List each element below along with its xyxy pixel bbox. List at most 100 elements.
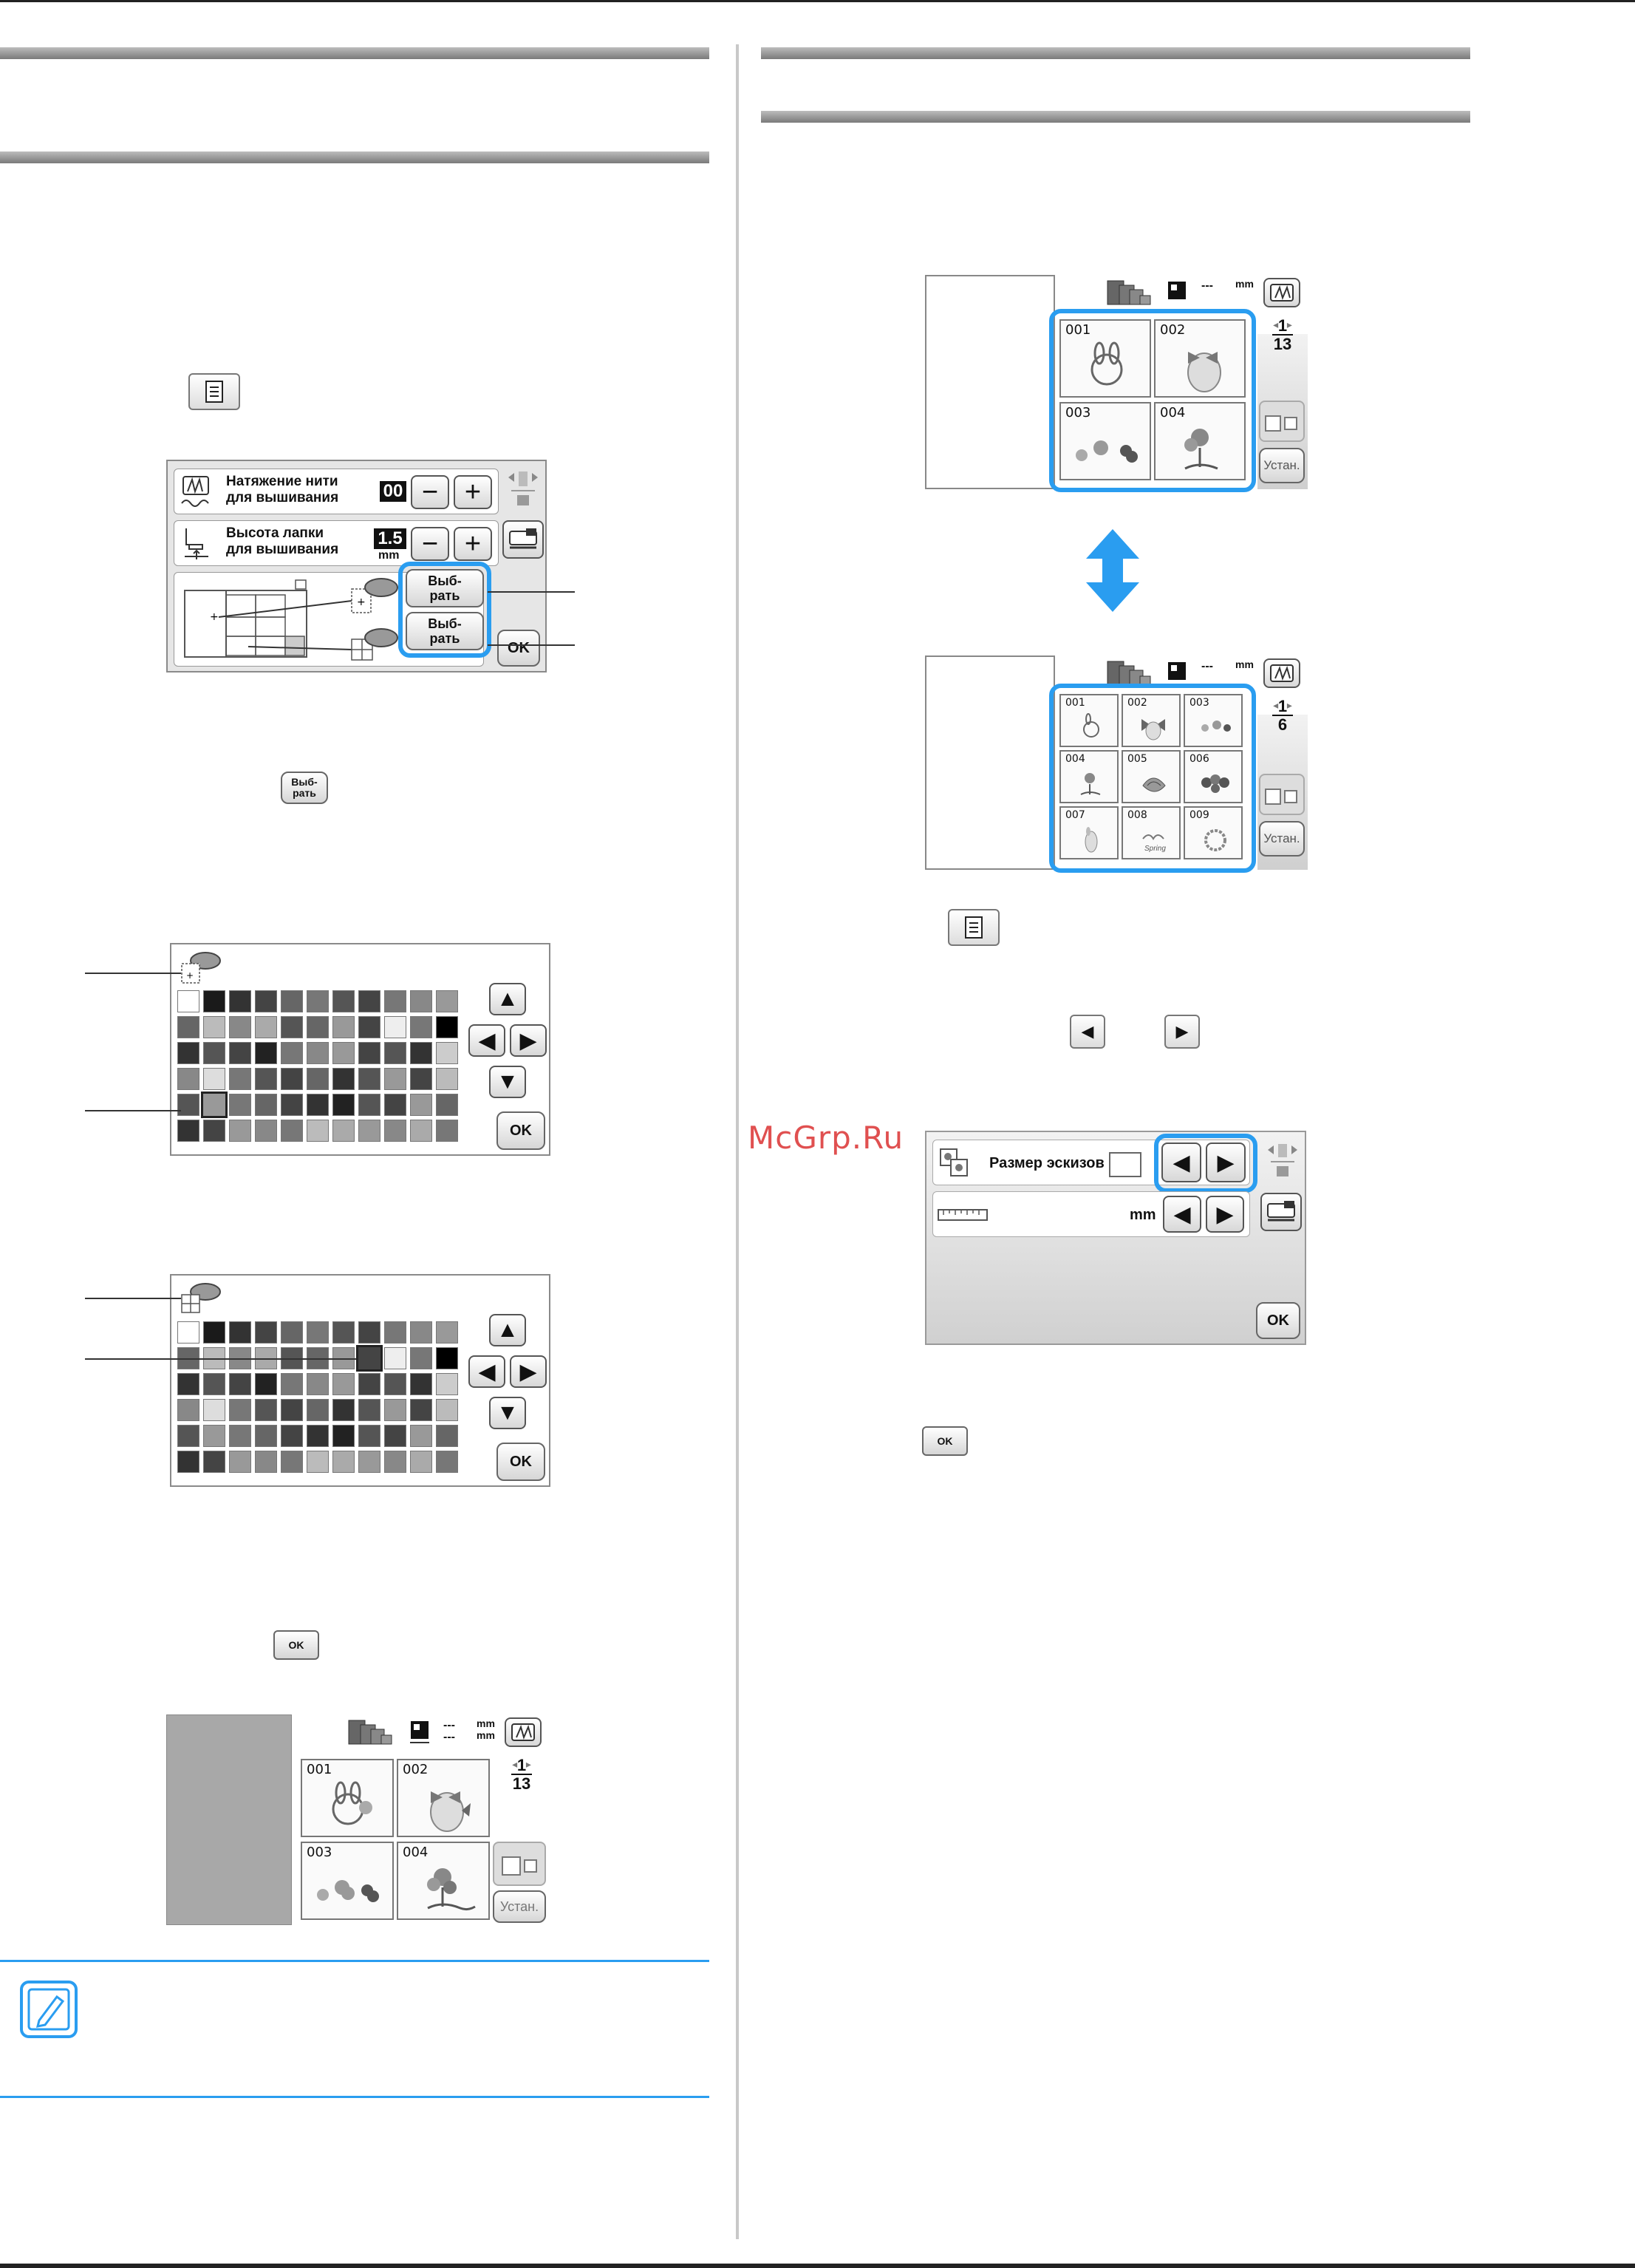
color-swatch[interactable] bbox=[384, 1373, 406, 1395]
color-swatch[interactable] bbox=[332, 1120, 355, 1142]
color-swatch[interactable] bbox=[332, 1016, 355, 1038]
color-swatch[interactable] bbox=[332, 1451, 355, 1473]
set-button-left[interactable]: Устан. bbox=[493, 1890, 546, 1923]
small-thumbnail-001[interactable]: 001 bbox=[1059, 694, 1119, 747]
color-swatch[interactable] bbox=[229, 1042, 251, 1064]
color-swatch[interactable] bbox=[177, 1068, 199, 1090]
color-swatch[interactable] bbox=[358, 990, 380, 1012]
thread-tension-plus-button[interactable]: + bbox=[454, 475, 492, 509]
color-swatch[interactable] bbox=[177, 990, 199, 1012]
thumb-size-ok-button[interactable]: OK bbox=[1256, 1302, 1300, 1339]
color-swatch[interactable] bbox=[255, 1451, 277, 1473]
color-swatch[interactable] bbox=[358, 1373, 380, 1395]
color-swatch[interactable] bbox=[358, 1094, 380, 1116]
grid1-down-button[interactable]: ▼ bbox=[489, 1066, 526, 1098]
color-swatch[interactable] bbox=[307, 1451, 329, 1473]
color-swatch[interactable] bbox=[332, 990, 355, 1012]
color-swatch[interactable] bbox=[281, 1068, 303, 1090]
color-swatch[interactable] bbox=[281, 1321, 303, 1344]
color-swatch[interactable] bbox=[203, 990, 225, 1012]
color-swatch[interactable] bbox=[410, 1042, 432, 1064]
unit-right-button[interactable]: ▶ bbox=[1206, 1196, 1244, 1233]
color-swatch[interactable] bbox=[307, 1120, 329, 1142]
color-swatch[interactable] bbox=[177, 1373, 199, 1395]
color-swatch[interactable] bbox=[229, 1321, 251, 1344]
color-swatch[interactable] bbox=[410, 1120, 432, 1142]
color-swatch[interactable] bbox=[358, 1120, 380, 1142]
thumb-size-left-button[interactable]: ◀ bbox=[1161, 1142, 1201, 1182]
color-swatch[interactable] bbox=[307, 1321, 329, 1344]
thumbnail-003[interactable]: 003 bbox=[301, 1842, 394, 1920]
color-swatch[interactable] bbox=[307, 1042, 329, 1064]
grid2-up-button[interactable]: ▲ bbox=[489, 1314, 526, 1346]
color-swatch[interactable] bbox=[255, 1068, 277, 1090]
color-swatch[interactable] bbox=[358, 1321, 380, 1344]
embroidery-mode-button[interactable] bbox=[1263, 658, 1300, 688]
color-swatch[interactable] bbox=[358, 1068, 380, 1090]
thumbnail-001[interactable]: 001 bbox=[301, 1759, 394, 1837]
color-swatch[interactable] bbox=[307, 1068, 329, 1090]
color-swatch[interactable] bbox=[281, 990, 303, 1012]
color-swatch[interactable] bbox=[229, 1016, 251, 1038]
color-swatch[interactable] bbox=[356, 1345, 383, 1372]
small-thumbnail-009[interactable]: 009 bbox=[1184, 806, 1243, 859]
color-swatch[interactable] bbox=[203, 1120, 225, 1142]
color-swatch[interactable] bbox=[436, 1399, 458, 1421]
small-thumbnail-004[interactable]: 004 bbox=[1059, 750, 1119, 803]
color-swatch[interactable] bbox=[203, 1399, 225, 1421]
color-swatch[interactable] bbox=[203, 1451, 225, 1473]
set-button-small[interactable]: Устан. bbox=[1259, 821, 1305, 857]
color-swatch[interactable] bbox=[436, 1094, 458, 1116]
color-swatch[interactable] bbox=[177, 1094, 199, 1116]
color-swatch[interactable] bbox=[410, 1399, 432, 1421]
color-swatch[interactable] bbox=[436, 990, 458, 1012]
color-swatch[interactable] bbox=[203, 1042, 225, 1064]
color-swatch[interactable] bbox=[410, 1068, 432, 1090]
color-swatch[interactable] bbox=[436, 1068, 458, 1090]
color-swatch[interactable] bbox=[410, 1451, 432, 1473]
color-swatch[interactable] bbox=[332, 1094, 355, 1116]
color-swatch[interactable] bbox=[332, 1042, 355, 1064]
thumbnail-001[interactable]: 001 bbox=[1059, 319, 1151, 398]
color-swatch[interactable] bbox=[229, 1120, 251, 1142]
embroidery-mode-button[interactable] bbox=[505, 1717, 542, 1747]
color-swatch[interactable] bbox=[255, 1120, 277, 1142]
color-swatch[interactable] bbox=[281, 1399, 303, 1421]
color-swatch[interactable] bbox=[384, 1042, 406, 1064]
color-swatch[interactable] bbox=[358, 1016, 380, 1038]
color-swatch[interactable] bbox=[384, 1120, 406, 1142]
color-swatch[interactable] bbox=[203, 1016, 225, 1038]
color-swatch[interactable] bbox=[177, 1321, 199, 1344]
grid2-left-button[interactable]: ◀ bbox=[468, 1355, 505, 1388]
color-swatch[interactable] bbox=[358, 1042, 380, 1064]
color-swatch[interactable] bbox=[436, 1347, 458, 1369]
color-swatch[interactable] bbox=[229, 1399, 251, 1421]
color-swatch[interactable] bbox=[229, 1373, 251, 1395]
color-swatch[interactable] bbox=[255, 1321, 277, 1344]
color-swatch[interactable] bbox=[177, 1120, 199, 1142]
color-swatch[interactable] bbox=[281, 1016, 303, 1038]
color-swatch[interactable] bbox=[358, 1425, 380, 1447]
color-swatch[interactable] bbox=[384, 1094, 406, 1116]
thumbnail-002[interactable]: 002 bbox=[1154, 319, 1246, 398]
color-swatch[interactable] bbox=[332, 1373, 355, 1395]
grid2-down-button[interactable]: ▼ bbox=[489, 1397, 526, 1429]
grid1-up-button[interactable]: ▲ bbox=[489, 983, 526, 1015]
color-swatch[interactable] bbox=[384, 1347, 406, 1369]
thumbnail-003[interactable]: 003 bbox=[1059, 402, 1151, 480]
color-swatch[interactable] bbox=[255, 1016, 277, 1038]
grid2-ok-button[interactable]: OK bbox=[496, 1443, 545, 1481]
color-swatch[interactable] bbox=[332, 1068, 355, 1090]
thumbnail-004[interactable]: 004 bbox=[397, 1842, 490, 1920]
color-swatch[interactable] bbox=[332, 1321, 355, 1344]
view-toggle[interactable] bbox=[1259, 774, 1305, 815]
color-swatch[interactable] bbox=[201, 1092, 228, 1118]
color-swatch[interactable] bbox=[229, 1425, 251, 1447]
color-swatch[interactable] bbox=[384, 1321, 406, 1344]
color-swatch[interactable] bbox=[307, 1016, 329, 1038]
foot-height-minus-button[interactable]: − bbox=[411, 527, 449, 561]
color-swatch[interactable] bbox=[281, 1373, 303, 1395]
color-swatch[interactable] bbox=[255, 1094, 277, 1116]
color-swatch[interactable] bbox=[255, 1425, 277, 1447]
